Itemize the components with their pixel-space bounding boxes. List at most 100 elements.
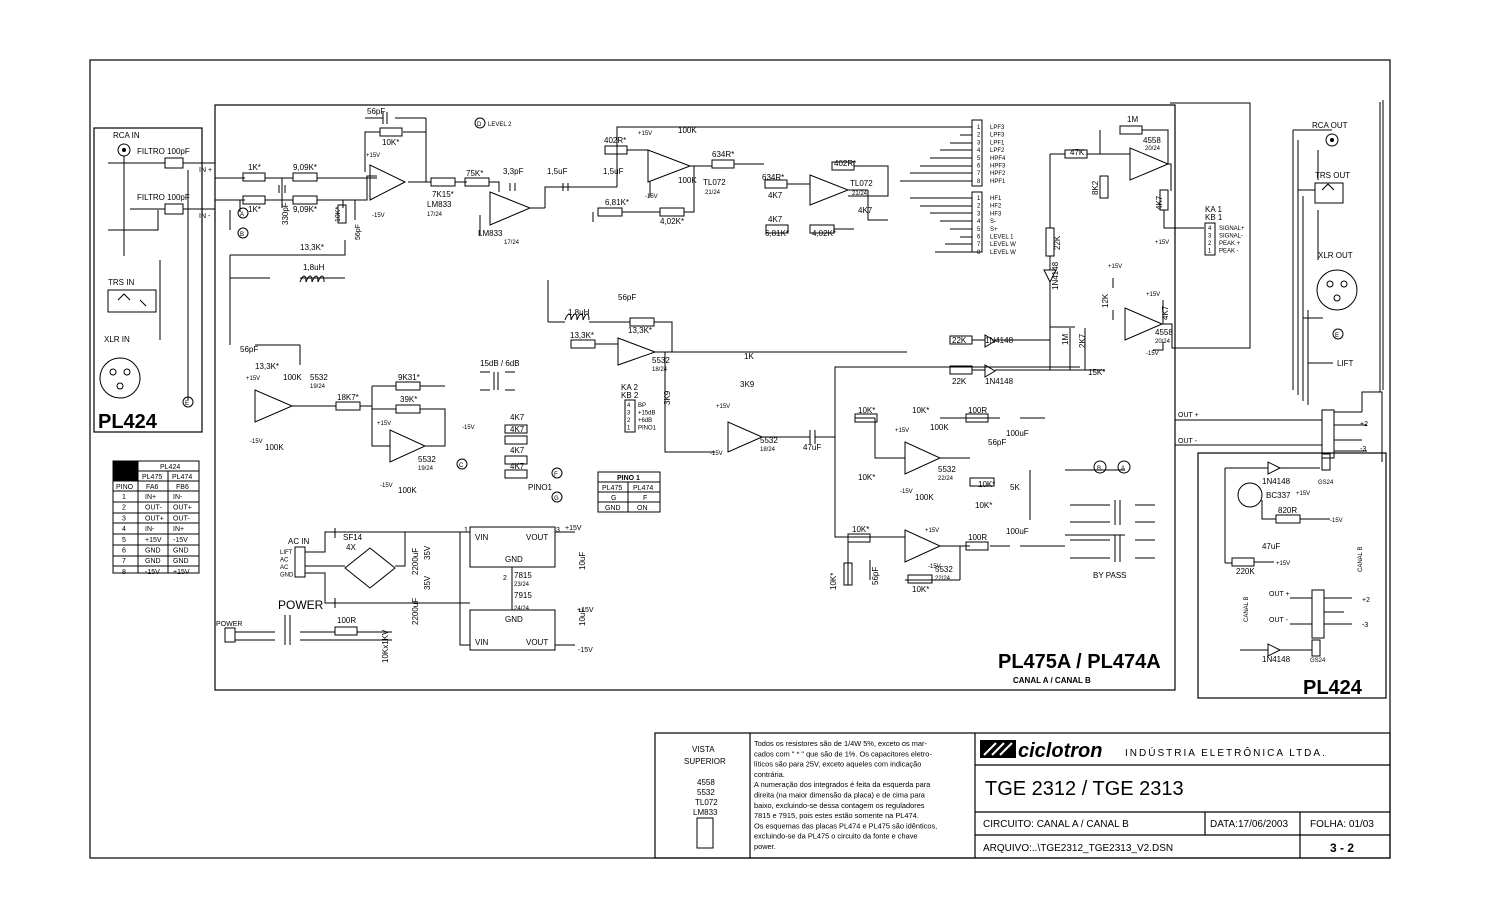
pin-number: 8 xyxy=(977,250,981,256)
pin-label: GND xyxy=(280,573,294,579)
pl424-cell: IN+ xyxy=(173,526,184,533)
svg-text:-15V: -15V xyxy=(1330,518,1343,524)
svg-text:+15V: +15V xyxy=(246,376,260,382)
svg-text:VOUT: VOUT xyxy=(526,533,548,542)
svg-text:100K: 100K xyxy=(398,486,417,495)
svg-text:56pF: 56pF xyxy=(618,293,636,302)
pl424-cell: 4 xyxy=(122,526,126,533)
svg-text:1M: 1M xyxy=(1061,334,1070,345)
node-a-input xyxy=(237,207,249,219)
svg-text:13,3K*: 13,3K* xyxy=(300,243,324,252)
node-f xyxy=(551,467,563,479)
svg-text:-3: -3 xyxy=(1360,446,1366,453)
pin-number: 6 xyxy=(977,164,981,170)
svg-text:D: D xyxy=(477,122,482,128)
note-line: baixo, excluindo-se dessa contagem os re… xyxy=(754,801,925,810)
pl424-cell: OUT+ xyxy=(173,505,192,512)
svg-text:G: G xyxy=(554,496,559,502)
svg-text:G: G xyxy=(611,495,616,502)
pin-number: 2 xyxy=(977,133,981,139)
svg-text:F: F xyxy=(643,495,647,502)
svg-text:39K*: 39K* xyxy=(400,395,417,404)
svg-text:1K*: 1K* xyxy=(248,163,261,172)
svg-text:4K7: 4K7 xyxy=(768,191,783,200)
pin-number: 3 xyxy=(627,411,631,417)
svg-text:4K7: 4K7 xyxy=(858,206,873,215)
pin-number: 5 xyxy=(977,227,981,233)
svg-text:SF14: SF14 xyxy=(343,533,363,542)
svg-text:22K: 22K xyxy=(1053,235,1062,250)
pl424-cell: 1 xyxy=(122,494,126,501)
svg-text:4,02K*: 4,02K* xyxy=(660,217,684,226)
svg-text:TL072: TL072 xyxy=(695,798,718,807)
pin-label: HPF1 xyxy=(990,179,1006,185)
pin-label: LEVEL W xyxy=(990,242,1016,248)
svg-text:4K7: 4K7 xyxy=(510,413,525,422)
note-line: 7815 e 7915, pois estes estão somente na… xyxy=(754,811,919,820)
svg-text:22K: 22K xyxy=(952,377,967,386)
svg-text:6,81K*: 6,81K* xyxy=(605,198,629,207)
mid-chain: 13,3K* 1,8uH 56pF 13,3K* 5532 19/24 100K… xyxy=(229,240,657,503)
svg-text:CANAL B: CANAL B xyxy=(1244,597,1250,622)
svg-text:100uF: 100uF xyxy=(1006,429,1029,438)
svg-text:+15V: +15V xyxy=(895,428,909,434)
svg-text:47K: 47K xyxy=(1070,148,1085,157)
svg-text:+15V: +15V xyxy=(1296,491,1310,497)
svg-text:4K7: 4K7 xyxy=(510,446,525,455)
svg-text:+15V: +15V xyxy=(925,528,939,534)
svg-text:22K: 22K xyxy=(952,336,967,345)
svg-text:10K*: 10K* xyxy=(829,573,838,590)
svg-text:OUT +: OUT + xyxy=(1269,591,1290,598)
svg-text:SUPERIOR: SUPERIOR xyxy=(684,757,726,766)
svg-text:10K*: 10K* xyxy=(382,138,399,147)
svg-text:+15V: +15V xyxy=(577,607,594,614)
svg-text:LM833: LM833 xyxy=(693,808,718,817)
svg-text:402R*: 402R* xyxy=(604,136,626,145)
svg-text:56pF: 56pF xyxy=(988,438,1006,447)
svg-text:4K7: 4K7 xyxy=(1155,195,1164,210)
svg-text:GS24: GS24 xyxy=(1310,658,1326,664)
outer-frame xyxy=(89,59,1391,859)
pl424-cell: -15V xyxy=(145,569,160,576)
svg-text:10Kx1KV: 10Kx1KV xyxy=(381,629,390,663)
pin-number: 4 xyxy=(627,403,631,409)
svg-text:OUT +: OUT + xyxy=(1178,412,1199,419)
svg-text:3: 3 xyxy=(556,527,560,534)
pl424-cell: 5 xyxy=(122,537,126,544)
pl424-cell: 3 xyxy=(122,515,126,522)
svg-text:2200uF: 2200uF xyxy=(411,548,420,575)
svg-text:TL072: TL072 xyxy=(703,178,726,187)
svg-text:15K*: 15K* xyxy=(1088,368,1105,377)
svg-text:TL072: TL072 xyxy=(850,179,873,188)
svg-text:-15V: -15V xyxy=(1146,351,1159,357)
pin-number: 1 xyxy=(1208,249,1212,255)
dip8-top-view xyxy=(696,817,714,849)
svg-text:100uF: 100uF xyxy=(1006,527,1029,536)
svg-text:PINO: PINO xyxy=(116,484,134,491)
svg-text:15dB / 6dB: 15dB / 6dB xyxy=(480,359,520,368)
svg-text:E: E xyxy=(185,401,189,407)
svg-text:100R: 100R xyxy=(968,533,987,542)
svg-text:FB6: FB6 xyxy=(176,484,189,491)
node-a-bypass xyxy=(1117,460,1131,474)
pl424-table-title: PL424 xyxy=(160,464,180,471)
pin-label: HF3 xyxy=(990,211,1002,217)
svg-text:-15V: -15V xyxy=(380,483,393,489)
pin-number: 2 xyxy=(627,418,631,424)
input-stage: 1K* 1K* 9,09K* 9,09K* 330pF 10K* 56pF 56… xyxy=(215,107,512,240)
svg-text:+15V: +15V xyxy=(377,421,391,427)
svg-text:RCA OUT: RCA OUT xyxy=(1312,121,1348,130)
svg-text:1,8uH: 1,8uH xyxy=(303,263,325,272)
svg-text:4,02K*: 4,02K* xyxy=(812,229,836,238)
pl424-cell: 7 xyxy=(122,558,126,565)
svg-text:PINO1: PINO1 xyxy=(528,483,553,492)
rca-in-label: RCA IN xyxy=(113,131,140,140)
pin-label: PINO1 xyxy=(638,426,657,432)
svg-text:5K: 5K xyxy=(1010,483,1020,492)
svg-text:22/24: 22/24 xyxy=(938,476,954,482)
svg-text:LIFT: LIFT xyxy=(1337,359,1354,368)
svg-text:19/24: 19/24 xyxy=(310,384,326,390)
